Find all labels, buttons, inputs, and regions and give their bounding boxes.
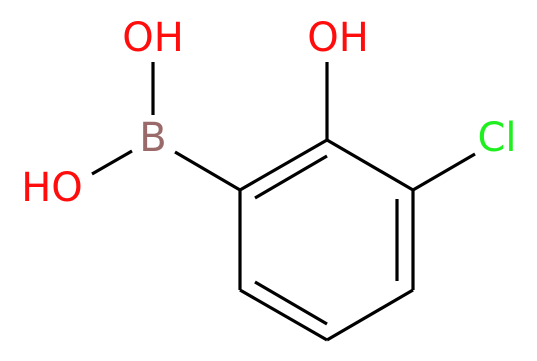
bond-inner-c1-c2 [254, 154, 328, 200]
bond-c3-chlorine [412, 152, 476, 192]
bond-c1-boron [174, 150, 241, 192]
bond-ring-c4-c5 [326, 288, 414, 342]
bond-boron-ho-left [91, 149, 133, 176]
bond-ring-c2-c3 [326, 138, 414, 192]
atom-boron-label: B [139, 115, 166, 161]
bond-ring-c1-c2 [239, 138, 328, 192]
bond-ring-c5-c6 [239, 288, 328, 342]
atom-oh-top-left-label: OH [122, 15, 184, 61]
atom-oh-ring-label: OH [307, 15, 369, 61]
atom-chlorine-label: Cl [477, 115, 516, 161]
bond-inner-c5-c6 [254, 280, 328, 326]
atom-ho-left-label: HO [21, 165, 83, 211]
